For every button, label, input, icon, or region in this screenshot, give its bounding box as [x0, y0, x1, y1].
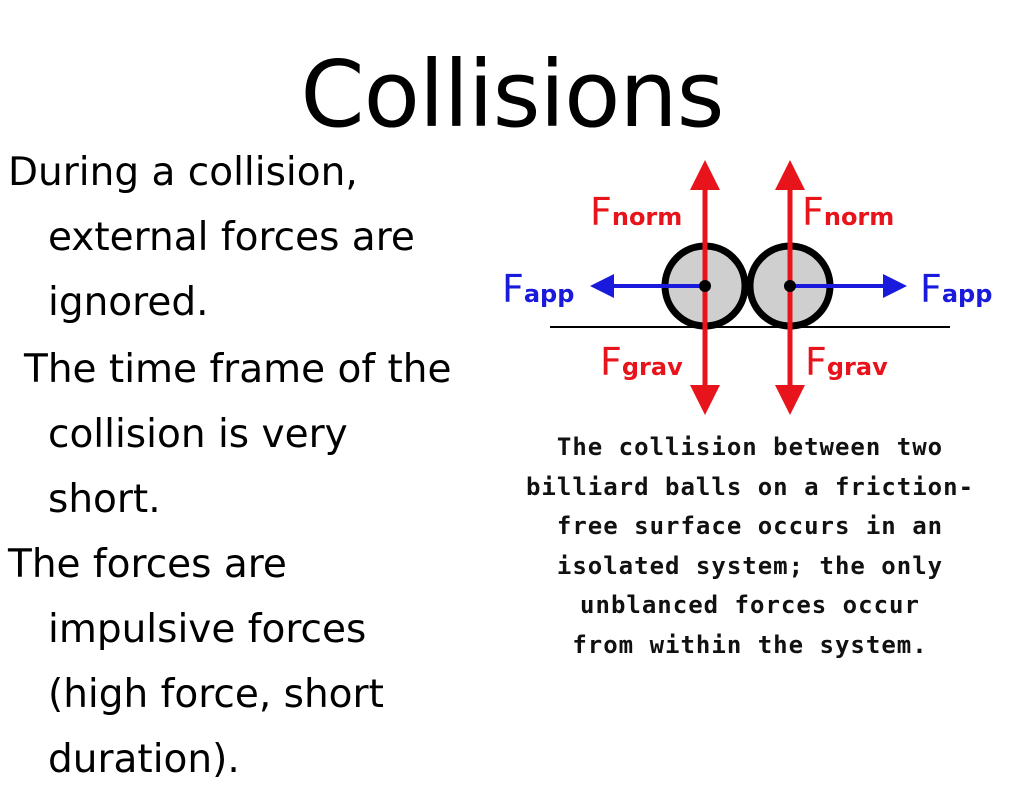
- label-fnorm-left: Fnorm: [590, 190, 682, 234]
- label-fnorm-right: Fnorm: [802, 190, 894, 234]
- bullet-time-frame: The time frame of the collision is very …: [24, 347, 452, 522]
- bullet-external-forces: During a collision, external forces are …: [8, 150, 415, 325]
- bullet-list: During a collision, external forces are …: [8, 140, 468, 792]
- label-fgrav-left: Fgrav: [600, 340, 683, 384]
- label-fapp-left: Fapp: [502, 267, 574, 311]
- caption-line: billiard balls on a friction-: [525, 472, 975, 501]
- bullet-impulsive-forces: The forces are impulsive forces (high fo…: [8, 542, 384, 782]
- ball-center-dot-right: [784, 280, 796, 292]
- label-fgrav-right: Fgrav: [805, 340, 888, 384]
- caption-line: The collision between two: [556, 433, 944, 461]
- billiard-collision-diagram: Fnorm Fnorm Fapp Fapp Fgrav Fgrav: [502, 160, 992, 415]
- diagram-caption: The collision between two billiard balls…: [500, 428, 1000, 665]
- caption-line: from within the system.: [572, 630, 928, 659]
- label-fapp-right: Fapp: [920, 267, 992, 311]
- caption-line: unblanced forces occur: [580, 591, 920, 619]
- caption-line: free surface occurs in an: [556, 512, 944, 540]
- ball-center-dot-left: [699, 280, 711, 292]
- caption-line: isolated system; the only: [556, 551, 944, 580]
- slide-title: Collisions: [300, 41, 724, 148]
